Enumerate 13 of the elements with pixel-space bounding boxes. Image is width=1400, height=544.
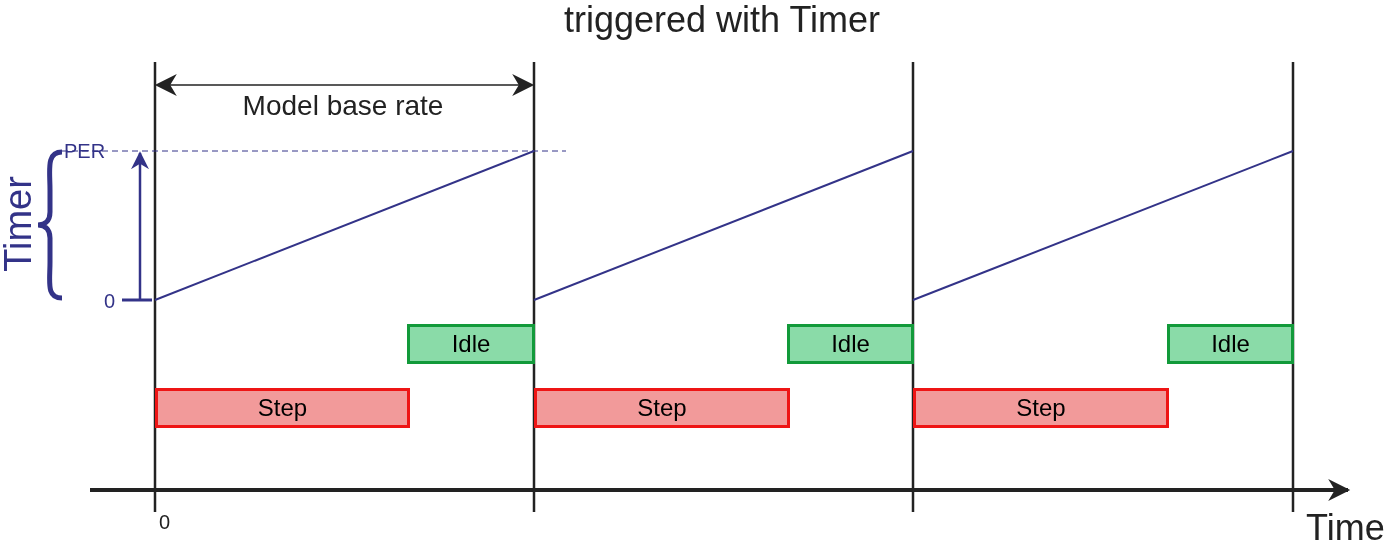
idle-bar: Idle bbox=[787, 324, 914, 364]
axis-value-label: PER bbox=[64, 141, 106, 161]
step-bar: Step bbox=[913, 388, 1169, 428]
idle-bar: Idle bbox=[1167, 324, 1294, 364]
axis-title: Timer bbox=[0, 176, 37, 272]
dimension-label: Model base rate bbox=[242, 92, 444, 120]
axis-title: Time bbox=[1306, 510, 1385, 544]
axis-value-label: 0 bbox=[159, 512, 171, 532]
idle-bar: Idle bbox=[407, 324, 535, 364]
step-bar: Step bbox=[534, 388, 790, 428]
diagram-title: triggered with Timer bbox=[563, 2, 881, 38]
axis-value-label: 0 bbox=[104, 291, 116, 311]
step-bar: Step bbox=[155, 388, 410, 428]
